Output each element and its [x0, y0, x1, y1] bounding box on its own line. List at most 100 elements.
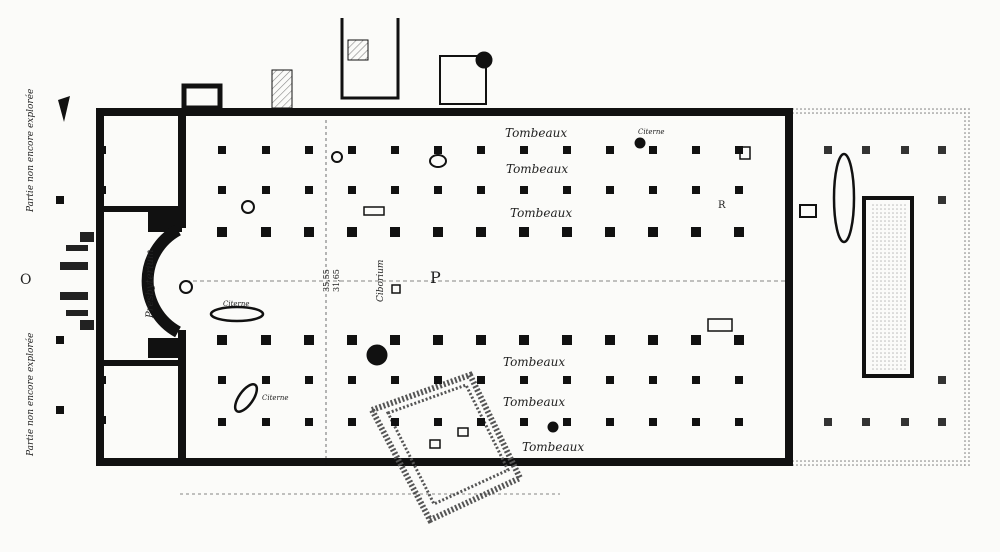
label-ciborium: Ciborium	[376, 259, 386, 302]
column-pier	[606, 376, 614, 384]
column-pier	[691, 227, 701, 237]
outer-walls	[96, 69, 793, 466]
column-pier	[304, 335, 314, 345]
column-pier	[563, 146, 571, 154]
chamber-pier	[56, 336, 64, 344]
column-pier	[477, 146, 485, 154]
label-tombeaux-5: Tombeaux	[503, 395, 566, 409]
column-pier	[476, 227, 486, 237]
label-tombeaux-3: Tombeaux	[510, 206, 573, 220]
column-pier	[648, 227, 658, 237]
annex-pier	[824, 146, 832, 154]
column-pier	[563, 418, 571, 426]
column-pier	[305, 376, 313, 384]
column-pier	[734, 227, 744, 237]
column-pier	[218, 146, 226, 154]
column-pier	[261, 335, 271, 345]
column-pier	[563, 186, 571, 194]
column-pier	[217, 227, 227, 237]
top-annex	[340, 18, 493, 105]
annex-pier	[938, 418, 946, 426]
chamber-pier	[56, 196, 64, 204]
column-pier	[348, 418, 356, 426]
label-tombeaux-2: Tombeaux	[506, 162, 569, 176]
column-pier	[734, 335, 744, 345]
column-pier	[305, 146, 313, 154]
column-pier	[649, 146, 657, 154]
column-pier	[434, 186, 442, 194]
column-pier	[691, 335, 701, 345]
column-pier	[563, 376, 571, 384]
annex-pier	[901, 146, 909, 154]
chamber-pier	[98, 146, 106, 154]
column-pier	[433, 227, 443, 237]
column-pier	[434, 418, 442, 426]
column-pier	[262, 376, 270, 384]
column-pier	[520, 376, 528, 384]
column-pier	[606, 186, 614, 194]
annex-pier	[901, 418, 909, 426]
right-annex	[793, 108, 970, 466]
column-pier	[218, 186, 226, 194]
column-pier	[692, 186, 700, 194]
column-pier	[391, 376, 399, 384]
column-pier	[476, 335, 486, 345]
column-pier	[648, 335, 658, 345]
annex-pier	[938, 376, 946, 384]
column-pier	[605, 335, 615, 345]
column-pier	[692, 376, 700, 384]
chamber-pier	[98, 376, 106, 384]
column-pier	[649, 186, 657, 194]
column-pier	[477, 376, 485, 384]
column-pier	[735, 186, 743, 194]
column-pier	[606, 418, 614, 426]
annex-pier	[938, 146, 946, 154]
column-pier	[262, 418, 270, 426]
column-pier	[649, 376, 657, 384]
column-pier	[692, 418, 700, 426]
label-r: R	[718, 200, 726, 211]
column-pier	[735, 376, 743, 384]
column-pier	[305, 186, 313, 194]
column-pier	[218, 418, 226, 426]
column-pier	[433, 335, 443, 345]
label-tombeaux-6: Tombeaux	[522, 440, 585, 454]
column-pier	[520, 186, 528, 194]
label-tombeaux-4: Tombeaux	[503, 355, 566, 369]
apse-steps	[60, 232, 94, 330]
label-tombeaux-1: Tombeaux	[505, 126, 568, 140]
column-pier	[649, 418, 657, 426]
column-pier	[347, 227, 357, 237]
chamber-pier	[98, 186, 106, 194]
label-citerne-2: Citerne	[262, 394, 289, 402]
annex-pier	[862, 146, 870, 154]
label-dimension-2: 31,65	[332, 269, 341, 292]
label-dimension-1: 35,55	[322, 269, 331, 292]
rhomboid-structure	[367, 371, 525, 524]
column-pier	[261, 227, 271, 237]
annex-pier	[824, 418, 832, 426]
column-pier	[735, 146, 743, 154]
column-pier	[519, 335, 529, 345]
column-pier	[304, 227, 314, 237]
label-presbyterium: Presbyterium	[145, 249, 156, 318]
column-pier	[348, 376, 356, 384]
column-pier	[562, 227, 572, 237]
apse	[141, 224, 182, 338]
column-pier	[391, 418, 399, 426]
column-pier	[391, 186, 399, 194]
label-unexplored-bottom: Partie non encore explorée	[26, 332, 36, 456]
column-pier	[391, 146, 399, 154]
column-pier	[606, 146, 614, 154]
column-pier	[520, 418, 528, 426]
label-p: P	[430, 268, 441, 287]
column-pier	[434, 376, 442, 384]
features	[179, 120, 817, 495]
column-pier	[477, 418, 485, 426]
column-pier	[390, 227, 400, 237]
column-pier	[218, 376, 226, 384]
column-pier	[735, 418, 743, 426]
column-pier	[348, 186, 356, 194]
